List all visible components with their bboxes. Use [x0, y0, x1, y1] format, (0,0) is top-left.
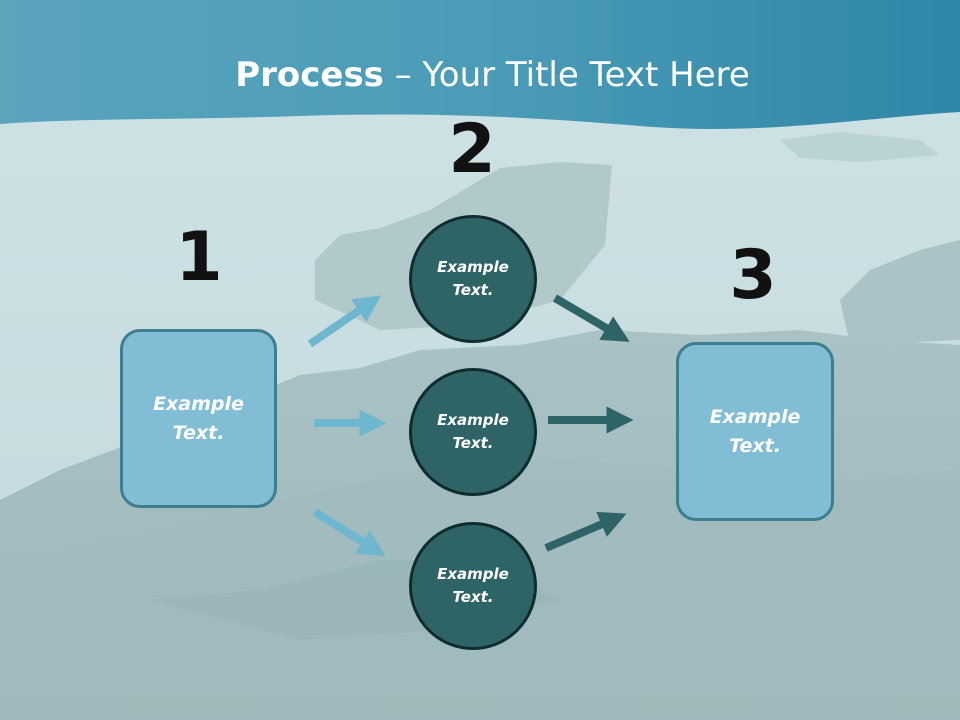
right-box-line1: Example: [709, 405, 801, 428]
title-bold-text: Process: [235, 55, 384, 95]
right-example-box: Example Text.: [676, 342, 834, 521]
circle-bottom: Example Text.: [409, 522, 537, 650]
circle-bottom-line1: Example: [437, 565, 509, 583]
arrow-bottom-to-right: [544, 511, 627, 552]
step-number-3: 3: [729, 236, 777, 315]
arrow-top-to-right: [552, 294, 630, 342]
step-number-2: 2: [448, 110, 496, 189]
left-box-line2: Text.: [172, 421, 225, 444]
title-rest-text: – Your Title Text Here: [383, 55, 750, 95]
circle-bottom-line2: Text.: [452, 588, 494, 606]
arrow-left-to-top: [307, 295, 382, 348]
left-example-box: Example Text.: [120, 329, 277, 508]
left-box-line1: Example: [153, 392, 244, 415]
slide-title: Process – Your Title Text Here: [0, 52, 960, 98]
circle-top-line2: Text.: [452, 281, 494, 299]
arrow-left-to-bottom: [312, 508, 386, 557]
step-number-1: 1: [175, 218, 223, 297]
circle-top: Example Text.: [409, 215, 537, 343]
circle-middle-line1: Example: [437, 411, 509, 429]
circle-middle-line2: Text.: [452, 434, 494, 452]
circle-middle: Example Text.: [409, 368, 537, 496]
right-box-line2: Text.: [729, 434, 781, 457]
circle-top-line1: Example: [437, 258, 509, 276]
